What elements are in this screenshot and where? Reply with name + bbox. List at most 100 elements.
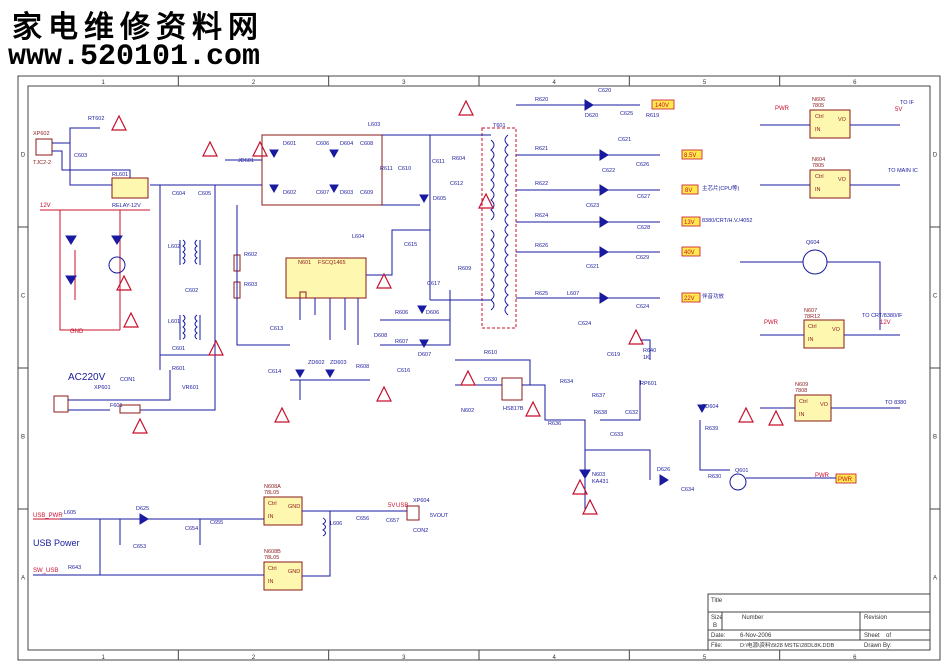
n606-ctrl: Ctrl xyxy=(815,114,824,120)
r611-label: R611 xyxy=(380,166,393,172)
tjc2-label: TJC2-2 xyxy=(33,160,51,166)
title-label: Title xyxy=(711,598,723,604)
5vout-label: 5VOUT xyxy=(430,513,449,519)
usb-net-out: USB xyxy=(396,503,408,509)
c620-label: C620 xyxy=(598,88,611,94)
q602-transistor xyxy=(108,256,126,274)
l605-label: L605 xyxy=(64,510,76,516)
feedback-section: N602 HS817B R610 C630 R634 R637 R638 R63… xyxy=(455,339,857,510)
c624-label: C624 xyxy=(578,321,591,327)
n604-regulator xyxy=(809,169,851,199)
wire-secondaries xyxy=(516,104,660,299)
file-label: File: xyxy=(711,643,723,649)
sheet-of: of xyxy=(886,633,891,639)
c612-label: C612 xyxy=(450,181,463,187)
column-tick-label: 1 xyxy=(101,655,105,661)
column-tick-label: 2 xyxy=(252,655,256,661)
rail-pwr: PWR xyxy=(838,477,853,483)
bridge-rectifier-section: D601 D602 D604 D603 C606 C607 C608 C609 … xyxy=(225,122,465,346)
d603-label: D603 xyxy=(340,190,353,196)
n608a-ctrl: Ctrl xyxy=(268,501,277,507)
l603-label: L603 xyxy=(368,122,380,128)
warn-triangle xyxy=(376,385,392,402)
n608a-label: N608A xyxy=(264,484,281,490)
r637-label: R637 xyxy=(592,393,605,399)
l607-label: L607 xyxy=(567,291,579,297)
title-block-grid xyxy=(708,611,930,641)
r636-label: R636 xyxy=(548,421,561,427)
r620-label: R620 xyxy=(535,97,548,103)
cpu-note: 主芯片(CPU等) xyxy=(702,184,739,192)
n608a-in: IN xyxy=(268,514,274,520)
d604-label: D604 xyxy=(340,141,353,147)
r625-label: R625 xyxy=(535,291,548,297)
gnd-label-left: GND xyxy=(70,329,84,335)
c607-label: C607 xyxy=(316,190,329,196)
xp601-label: XP601 xyxy=(94,385,111,391)
n608a-regulator xyxy=(263,496,303,526)
n602-optocoupler xyxy=(501,377,523,401)
n607-in: IN xyxy=(808,337,814,343)
wire-emi xyxy=(150,184,225,370)
n601-part: FSCQ1465 xyxy=(318,260,346,266)
size-value: B xyxy=(713,623,717,629)
l601-label: L601 xyxy=(168,319,180,325)
rail-140v: 140V xyxy=(655,103,669,109)
r622-label: R622 xyxy=(535,181,548,187)
jd601-label: JD601 xyxy=(238,158,254,164)
d605-label: D605 xyxy=(433,196,446,202)
sw-usb-net: SW_USB xyxy=(33,568,58,574)
r603-label: R603 xyxy=(244,282,257,288)
d607-label: D607 xyxy=(418,352,431,358)
revision-label: Revision xyxy=(864,615,887,621)
d625-diode xyxy=(599,292,609,304)
rail-40v: 40V xyxy=(684,250,695,256)
l602-label: L602 xyxy=(168,244,180,250)
c621-label: C621 xyxy=(618,137,631,143)
warn-triangle xyxy=(252,140,268,157)
c605-label: C605 xyxy=(198,191,211,197)
l606-label: L606 xyxy=(330,521,342,527)
rt602-label: RT602 xyxy=(88,116,104,122)
c606-label: C606 xyxy=(316,141,329,147)
r609-label: R609 xyxy=(458,266,471,272)
d606-diode xyxy=(417,305,427,315)
c601-label: C601 xyxy=(172,346,185,352)
r643-label: R643 xyxy=(68,565,81,571)
r604-label: R604 xyxy=(452,156,465,162)
n608b-in: IN xyxy=(268,579,274,585)
c614-label: C614 xyxy=(268,369,281,375)
r624-label: R624 xyxy=(535,213,548,219)
title-block-frame xyxy=(707,593,931,651)
c619-label: C619 xyxy=(607,352,620,358)
c656-label: C656 xyxy=(356,516,369,522)
rail-5v-usb: 5V xyxy=(388,503,395,509)
to-main-ic-label: TO MAIN IC xyxy=(888,168,918,174)
row-tick-label: D xyxy=(21,153,26,159)
n608b-ctrl: Ctrl xyxy=(268,566,277,572)
c616-label: C616 xyxy=(397,368,410,374)
column-tick-label: 4 xyxy=(552,80,556,86)
site-header-url[interactable]: www.520101.com xyxy=(8,40,261,74)
con1-label: CON1 xyxy=(120,377,135,383)
pwr-label-n607: PWR xyxy=(764,320,779,326)
relay-label: RELAY-12V xyxy=(112,203,141,209)
n609-part: 7808 xyxy=(795,388,807,394)
r634-label: R634 xyxy=(560,379,573,385)
pwm-controller-section: N601 FSCQ1465 L604 C615 R606 R607 D608 D… xyxy=(268,229,471,400)
c610-label: C610 xyxy=(398,166,411,172)
frame-inner xyxy=(27,85,931,651)
rail-tag-40v xyxy=(681,246,701,257)
n609-in: IN xyxy=(799,412,805,418)
r610-label: R610 xyxy=(484,350,497,356)
n603-shunt xyxy=(579,469,591,479)
warn-triangle xyxy=(202,140,218,157)
c613-label: C613 xyxy=(270,326,283,332)
size-label: Size xyxy=(711,615,723,621)
n604-vo: VO xyxy=(838,177,847,183)
n602-label: N602 xyxy=(461,408,474,414)
warn-triangle xyxy=(132,417,148,434)
wire-12v xyxy=(40,209,150,331)
